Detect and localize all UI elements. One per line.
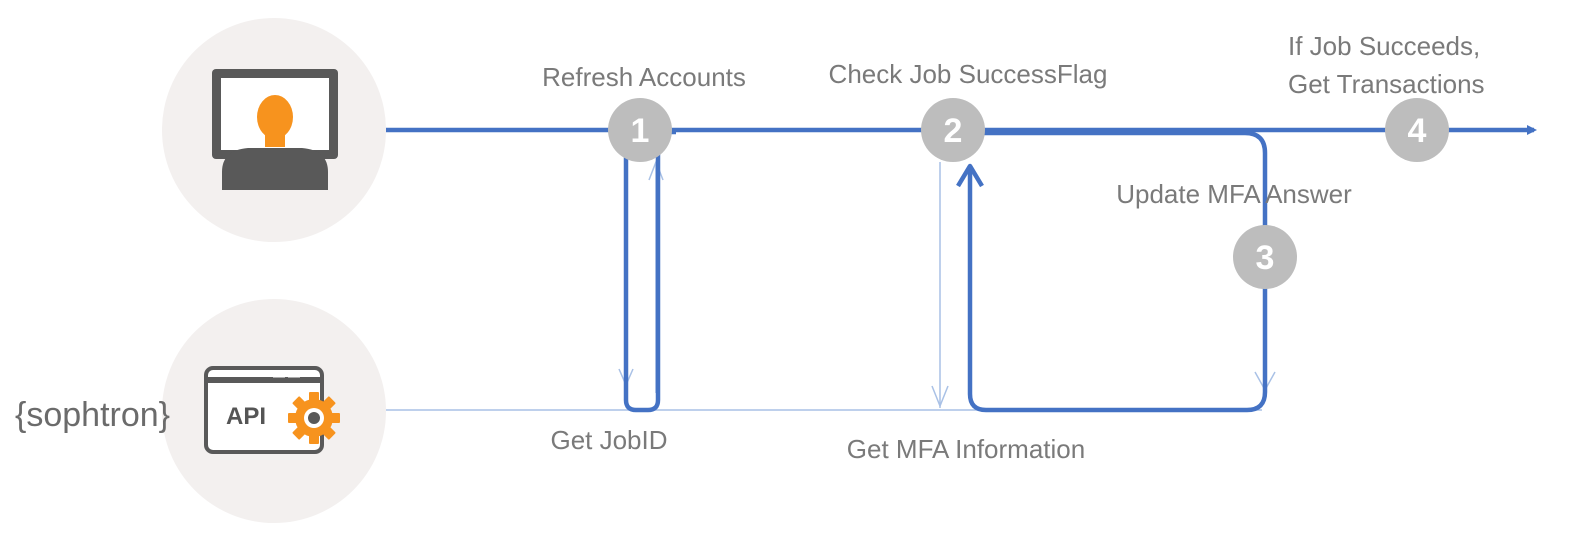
terminal-prompt-text: >-: [226, 87, 245, 106]
api-gear-icon: API: [204, 366, 340, 454]
mfa-loop-arrowhead: [956, 163, 984, 188]
check-down-arrowhead: [931, 385, 949, 409]
mfa-loop: [967, 160, 1268, 413]
gear-icon: [288, 392, 340, 444]
step-4-label-line-2: Get Transactions: [1288, 69, 1485, 99]
step-3-label: Update MFA Answer: [1116, 179, 1352, 209]
step-2-marker: 2: [921, 98, 985, 162]
step-3-number: 3: [1256, 239, 1275, 277]
api-label-text: API: [226, 403, 266, 430]
job-id-label: Get JobID: [550, 425, 667, 455]
main-flow-lines: [386, 125, 1537, 413]
step-1-label: Refresh Accounts: [542, 62, 746, 92]
step-1-number: 1: [631, 112, 650, 150]
step-4-marker: 4: [1385, 98, 1449, 162]
step-4-label-line-1: If Job Succeeds,: [1288, 31, 1480, 61]
step-2-label: Check Job SuccessFlag: [829, 59, 1108, 89]
step-2-number: 2: [944, 112, 963, 150]
mfa-info-label: Get MFA Information: [847, 434, 1085, 464]
sophtron-brand-text: {sophtron}: [15, 396, 170, 434]
mfa-branch: [980, 130, 1268, 160]
step-4-number: 4: [1408, 112, 1427, 150]
step-3-marker: 3: [1233, 225, 1297, 289]
step-1-marker: 1: [608, 98, 672, 162]
user-at-computer-icon: >-: [212, 69, 338, 190]
